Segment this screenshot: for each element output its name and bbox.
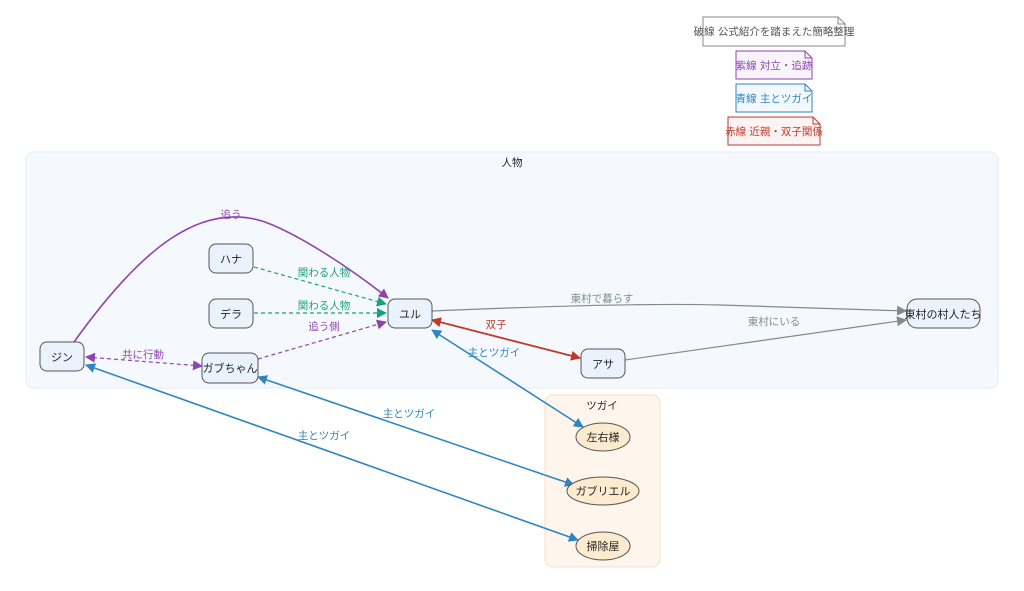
edge-labels: 追う 関わる人物 関わる人物 追う側 共に行動 東村で暮らす 東村にいる 双子 …	[122, 208, 800, 442]
edge-label-yuru-sayu: 主とツガイ	[468, 347, 521, 359]
node-dera[interactable]: デラ	[208, 298, 254, 329]
node-gabriel[interactable]: ガブリエル	[566, 476, 640, 506]
cluster-people: 人物	[25, 151, 999, 389]
edges	[73, 216, 907, 542]
node-yuru-label: ユル	[399, 308, 421, 321]
legend-note-purple: 紫線 対立・追跡	[735, 50, 813, 80]
node-jin-label: ジン	[51, 351, 73, 364]
node-yuru[interactable]: ユル	[387, 298, 433, 329]
node-sayu-label: 左右様	[587, 430, 620, 444]
legend-note-red-text: 赤線 近親・双子関係	[725, 125, 823, 138]
edge-label-dera-yuru: 関わる人物	[298, 299, 351, 312]
node-soujiya-label: 掃除屋	[587, 539, 620, 553]
edge-label-jin-gabu: 共に行動	[122, 348, 164, 361]
edge-yuru-villagers	[431, 303, 907, 316]
node-gabriel-label: ガブリエル	[576, 484, 631, 498]
edge-jin-soujiya	[85, 363, 579, 542]
legend-note-blue-text: 青線 主とツガイ	[736, 92, 813, 105]
node-jin[interactable]: ジン	[39, 341, 85, 372]
edge-label-gabu-gabriel: 主とツガイ	[383, 408, 436, 420]
node-asa[interactable]: アサ	[580, 348, 626, 379]
cluster-people-title: 人物	[502, 156, 523, 169]
edge-label-yuru-villagers: 東村で暮らす	[571, 292, 634, 305]
node-gabu-label: ガブちゃん	[203, 361, 258, 375]
cluster-tsugai-title: ツガイ	[586, 400, 618, 412]
node-hana[interactable]: ハナ	[208, 243, 254, 274]
node-hana-label: ハナ	[220, 253, 242, 266]
edge-label-asa-villagers: 東村にいる	[748, 315, 801, 328]
node-villagers[interactable]: 東村の村人たち	[905, 298, 982, 329]
node-villagers-label: 東村の村人たち	[905, 307, 982, 321]
node-soujiya[interactable]: 掃除屋	[575, 531, 631, 561]
legend-note-dashed-text: 破線 公式紹介を踏まえた簡略整理	[694, 25, 855, 38]
node-asa-label: アサ	[592, 358, 614, 371]
edge-label-hana-yuru: 関わる人物	[298, 266, 351, 279]
legend-note-purple-text: 紫線 対立・追跡	[736, 59, 813, 72]
node-dera-label: デラ	[220, 307, 242, 321]
edge-hana-yuru	[253, 266, 387, 307]
legend-note-blue: 青線 主とツガイ	[735, 83, 813, 113]
edge-label-gabu-yuru: 追う側	[308, 320, 340, 333]
edge-asa-villagers	[624, 316, 907, 361]
edge-label-yuru-asa: 双子	[486, 319, 507, 331]
edge-jin-gabu	[85, 352, 203, 371]
edge-jin-yuru	[73, 216, 389, 343]
edge-label-jin-yuru: 追う	[221, 208, 242, 221]
edge-gabu-yuru	[257, 319, 387, 360]
legend-note-dashed: 破線 公式紹介を踏まえた簡略整理	[694, 16, 855, 47]
edge-label-jin-soujiya: 主とツガイ	[298, 430, 351, 442]
node-gabu[interactable]: ガブちゃん	[201, 352, 259, 384]
legend-note-red: 赤線 近親・双子関係	[725, 116, 823, 146]
node-sayu[interactable]: 左右様	[575, 422, 631, 452]
